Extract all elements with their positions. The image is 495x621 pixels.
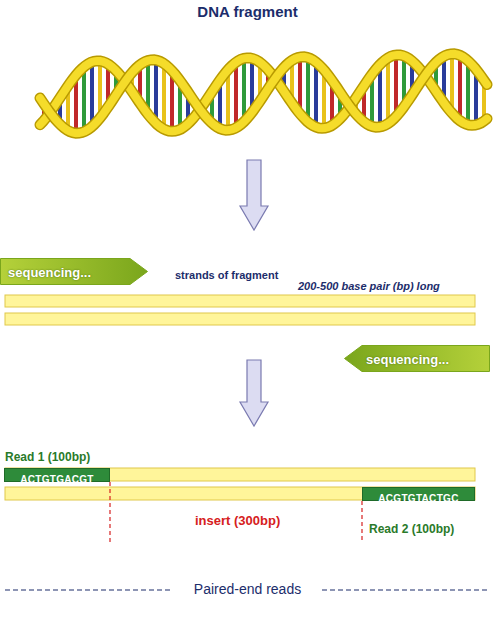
insert-marker: [361, 501, 362, 540]
base-pair: [306, 58, 310, 123]
diagram-title: DNA fragment: [0, 3, 495, 20]
read-box: Read 1 (100bp)ACTGTGACGT: [4, 468, 110, 482]
diagram-caption: Paired-end reads: [0, 581, 495, 597]
read-heading: Read 2 (100bp): [369, 522, 454, 536]
base-pair: [458, 55, 462, 120]
insert-marker: [109, 482, 110, 545]
base-pair: [90, 62, 94, 127]
free-label: strands of fragment: [175, 269, 278, 281]
arrow-text: sequencing...: [8, 259, 91, 286]
down-arrow: [240, 160, 268, 230]
base-pair: [386, 58, 390, 124]
dashed-rule: [5, 589, 172, 590]
read-sequence: ACGTGTACTGC: [378, 493, 458, 505]
base-pair: [234, 62, 238, 128]
strand-bar: [5, 313, 475, 325]
backbone: [40, 54, 487, 133]
arrow-text: sequencing...: [366, 346, 449, 373]
base-pair: [466, 61, 470, 125]
sequencing-arrow: sequencing...: [0, 258, 148, 285]
base-pair: [82, 67, 86, 132]
free-label: insert (300bp): [195, 513, 280, 528]
down-arrow: [240, 360, 268, 426]
read-heading: Read 1 (100bp): [5, 450, 90, 464]
backbone-edge: [40, 54, 487, 133]
read-box: ACGTGTACTGCRead 2 (100bp): [362, 487, 475, 501]
dashed-rule: [322, 589, 490, 590]
sequencing-arrow: sequencing...: [344, 345, 490, 372]
read-sequence: ACTGTGACGT: [20, 474, 94, 486]
strand-bar: [5, 295, 475, 307]
free-label: 200-500 base pair (bp) long: [298, 280, 440, 292]
dna-helix: [40, 54, 487, 133]
base-pair: [314, 62, 318, 127]
base-pair: [162, 64, 166, 130]
